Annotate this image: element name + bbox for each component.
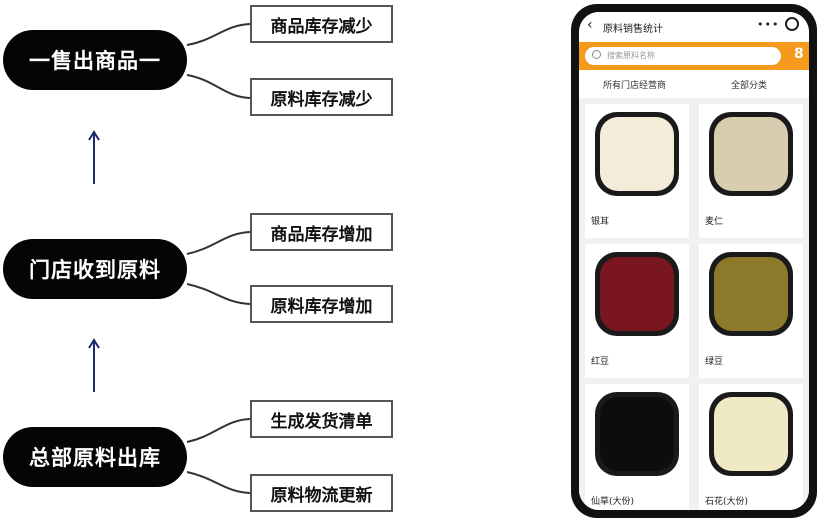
food-fill [600, 397, 674, 471]
branch-material-logistics-update: 原料物流更新 [250, 474, 393, 512]
food-fill [714, 257, 788, 331]
arrow-up-icon [88, 338, 100, 392]
material-image [709, 392, 793, 476]
search-icon [592, 50, 601, 59]
branch-product-stock-increase: 商品库存增加 [250, 213, 393, 251]
branch-generate-shipping-list: 生成发货清单 [250, 400, 393, 438]
food-fill [600, 117, 674, 191]
filter-bar: 所有门店经营商 全部分类 [579, 70, 809, 98]
material-name: 红豆 [591, 357, 610, 367]
capsule-close-icon[interactable] [785, 17, 799, 31]
material-image [595, 112, 679, 196]
back-icon[interactable]: ‹ [587, 17, 593, 33]
material-image [595, 392, 679, 476]
more-icon[interactable]: ••• [757, 18, 780, 31]
arrow-up-icon [88, 130, 100, 184]
material-card[interactable]: 石花(大份) [699, 384, 803, 510]
step-hq-material-outbound: 总部原料出库 [3, 427, 187, 487]
food-fill [714, 117, 788, 191]
page-title: 原料销售统计 [603, 24, 663, 35]
material-image [709, 112, 793, 196]
food-fill [600, 257, 674, 331]
material-name: 仙草(大份) [591, 497, 635, 507]
nav-bar: ‹ 原料销售统计 ••• [579, 12, 809, 42]
mindmap-connectors [186, 23, 251, 494]
step-sell-product: 一售出商品一 [3, 30, 187, 90]
phone-screen: ‹ 原料销售统计 ••• 搜索原料名称 8 所有门店经营商 全部分类 银耳 麦仁 [579, 12, 809, 510]
filter-category[interactable]: 全部分类 [731, 81, 768, 91]
food-fill [714, 397, 788, 471]
material-name: 石花(大份) [705, 497, 749, 507]
material-card[interactable]: 绿豆 [699, 244, 803, 378]
material-image [709, 252, 793, 336]
material-name: 绿豆 [705, 357, 724, 367]
material-card[interactable]: 银耳 [585, 104, 689, 238]
material-card[interactable]: 红豆 [585, 244, 689, 378]
search-suffix: 8 [794, 46, 804, 62]
search-bar: 搜索原料名称 8 [579, 42, 809, 70]
step-store-receive-material: 门店收到原料 [3, 239, 187, 299]
material-name: 银耳 [591, 217, 610, 227]
search-input[interactable]: 搜索原料名称 [585, 47, 781, 65]
phone-frame: ‹ 原料销售统计 ••• 搜索原料名称 8 所有门店经营商 全部分类 银耳 麦仁 [571, 4, 817, 518]
material-name: 麦仁 [705, 217, 724, 227]
filter-store[interactable]: 所有门店经营商 [603, 81, 667, 91]
material-card[interactable]: 麦仁 [699, 104, 803, 238]
material-image [595, 252, 679, 336]
branch-material-stock-decrease: 原料库存减少 [250, 78, 393, 116]
material-card[interactable]: 仙草(大份) [585, 384, 689, 510]
branch-material-stock-increase: 原料库存增加 [250, 285, 393, 323]
search-placeholder: 搜索原料名称 [607, 51, 655, 60]
material-grid: 银耳 麦仁 红豆 绿豆 仙草(大份) 石花(大份) [579, 98, 809, 510]
branch-product-stock-decrease: 商品库存减少 [250, 5, 393, 43]
